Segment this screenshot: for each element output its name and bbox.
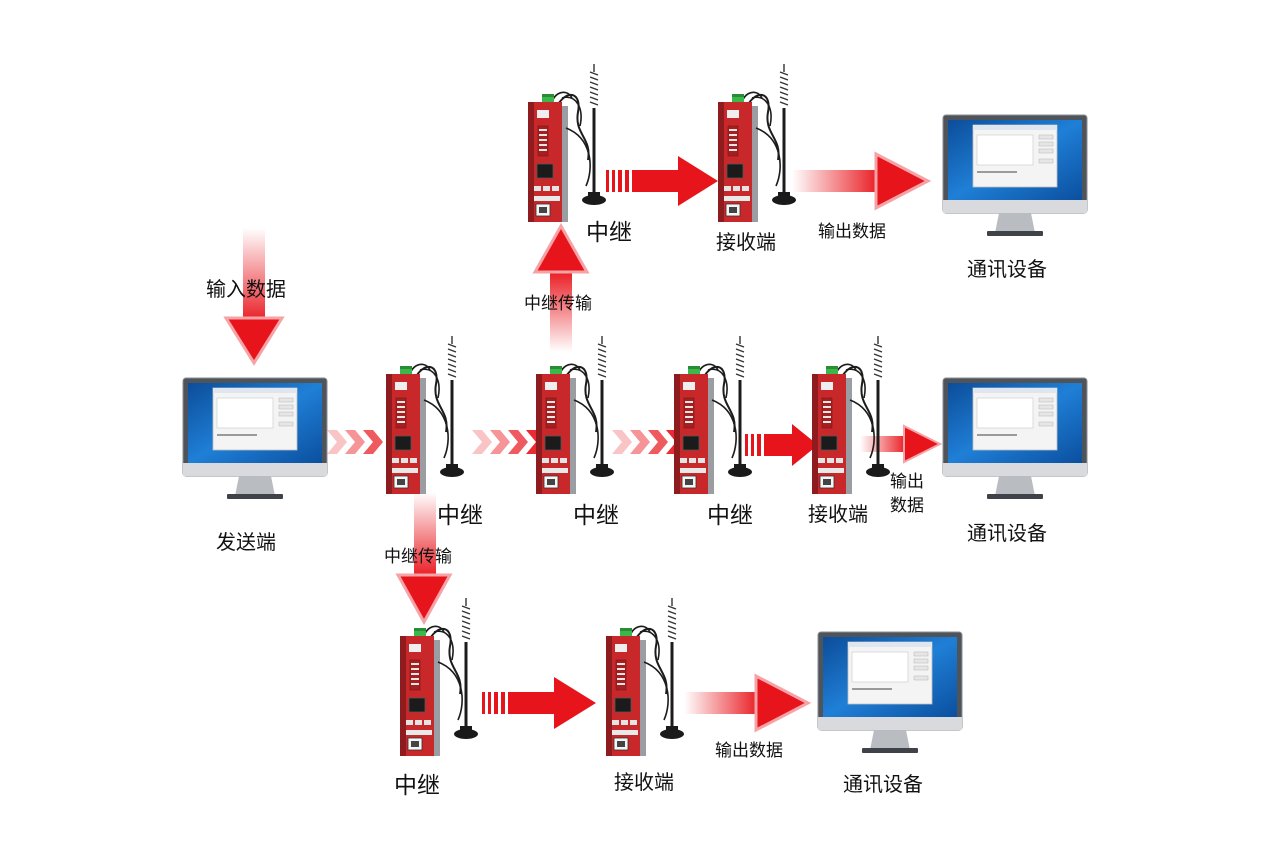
output-data-label-top: 输出数据 <box>818 222 886 242</box>
output-data-label-bottom: 输出数据 <box>715 741 783 761</box>
chevron-arrow-icon <box>327 430 383 454</box>
relay-router-icon-1 <box>384 334 466 496</box>
chevron-arrow-icon <box>472 430 546 454</box>
relay-label-3: 中继 <box>707 503 753 529</box>
output-arrow-icon <box>684 673 812 733</box>
relay-down-arrow-icon <box>395 492 453 626</box>
striped-arrow-icon <box>745 424 818 466</box>
relay-label-1: 中继 <box>437 503 483 529</box>
relay-transfer-label-up: 中继传输 <box>524 294 592 314</box>
output-data-line2-label: 数据 <box>890 496 924 516</box>
sender-monitor-icon <box>182 377 328 500</box>
striped-arrow-icon <box>606 156 718 206</box>
striped-arrow-icon <box>482 677 596 729</box>
receiver-router-icon-bottom <box>604 596 686 758</box>
relay-router-icon-top <box>526 62 608 224</box>
comm-device-label-top: 通讯设备 <box>967 257 1047 281</box>
relay-label-top: 中继 <box>586 220 632 246</box>
relay-router-icon-2 <box>534 334 616 496</box>
relay-up-arrow-icon <box>532 222 590 352</box>
receiver-router-icon-top <box>716 62 798 224</box>
receiver-router-icon-mid <box>810 334 892 496</box>
comm-monitor-icon-bottom <box>817 631 963 754</box>
relay-router-icon-3 <box>672 334 754 496</box>
comm-device-label-mid: 通讯设备 <box>967 521 1047 545</box>
relay-router-icon-bottom <box>398 596 480 758</box>
input-data-label: 输入数据 <box>206 277 286 301</box>
output-arrow-icon <box>792 151 932 211</box>
relay-label-2: 中继 <box>573 503 619 529</box>
receiver-label-bottom: 接收端 <box>614 770 674 794</box>
receiver-label-top: 接收端 <box>716 230 776 254</box>
comm-monitor-icon-mid <box>942 377 1088 500</box>
input-arrow-icon <box>223 228 285 366</box>
output-arrow-icon <box>860 424 943 464</box>
relay-transfer-label-down: 中继传输 <box>384 547 452 567</box>
comm-monitor-icon-top <box>942 114 1088 237</box>
output-data-line1-label: 输出 <box>890 472 924 492</box>
relay-label-bottom: 中继 <box>394 773 440 799</box>
sender-label: 发送端 <box>216 530 276 554</box>
comm-device-label-bottom: 通讯设备 <box>843 772 923 796</box>
receiver-label-mid: 接收端 <box>808 502 868 526</box>
